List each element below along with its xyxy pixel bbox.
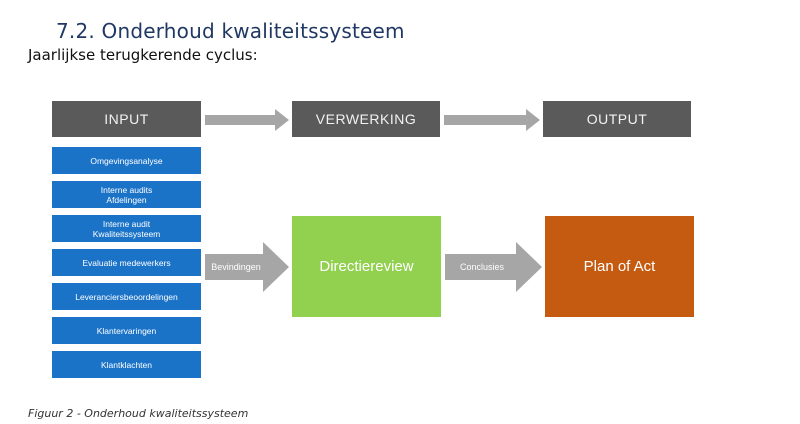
input-item: Interne audit Kwaliteitssysteem <box>52 215 201 242</box>
stage-input: INPUT <box>52 101 201 137</box>
section-heading: 7.2. Onderhoud kwaliteitssysteem <box>56 19 405 43</box>
section-subheading: Jaarlijkse terugkerende cyclus: <box>28 46 258 64</box>
arrow-shape <box>205 242 289 292</box>
input-item: Evaluatie medewerkers <box>52 249 201 276</box>
arrow-shape <box>205 109 289 131</box>
stage-processing: VERWERKING <box>292 101 440 137</box>
stage-output: OUTPUT <box>543 101 691 137</box>
arrow-shape <box>445 242 542 292</box>
arrow-shape <box>444 109 540 131</box>
header-arrow-input-to-processing <box>205 109 289 131</box>
conclusions-arrow-label: Conclusies <box>459 262 505 272</box>
plan-box: Plan of Act <box>545 216 694 317</box>
input-item: Omgevingsanalyse <box>52 147 201 174</box>
findings-arrow-label: Bevindingen <box>211 262 261 272</box>
figure-caption: Figuur 2 - Onderhoud kwaliteitssysteem <box>28 407 249 420</box>
findings-arrow <box>205 242 289 292</box>
review-box: Directiereview <box>292 216 441 317</box>
input-item: Interne audits Afdelingen <box>52 181 201 208</box>
input-list: Omgevingsanalyse Interne audits Afdeling… <box>52 147 201 378</box>
input-item: Klantklachten <box>52 351 201 378</box>
conclusions-arrow <box>445 242 542 292</box>
input-item: Leveranciersbeoordelingen <box>52 283 201 310</box>
header-arrow-processing-to-output <box>444 109 540 131</box>
input-item: Klantervaringen <box>52 317 201 344</box>
